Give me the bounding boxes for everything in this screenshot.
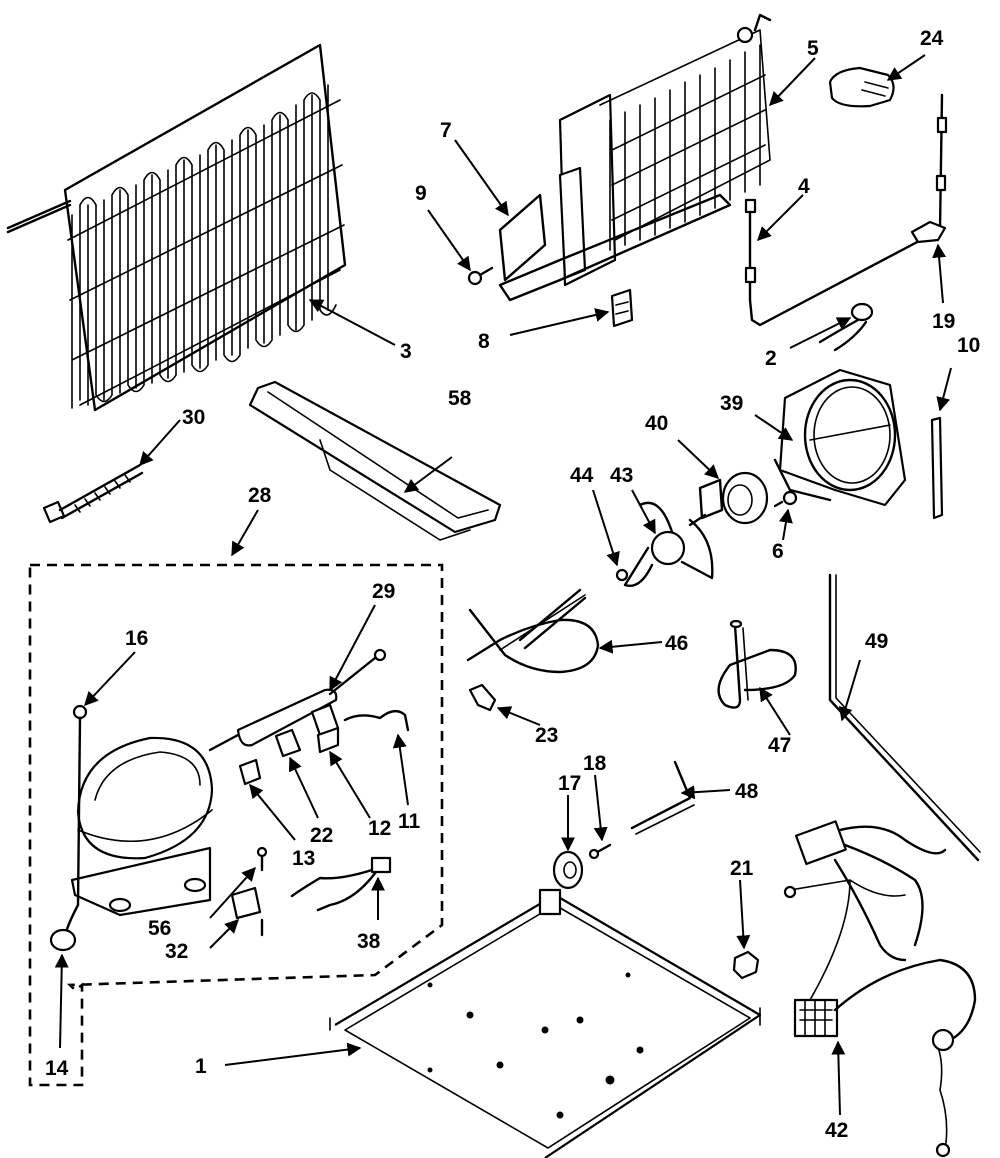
callout-49: 49 (865, 630, 888, 653)
callout-16: 16 (125, 627, 148, 650)
evaporator-assembly (498, 13, 772, 302)
part-47-tube (717, 619, 797, 709)
defrost-heater-wire (744, 93, 948, 327)
condenser-coil (6, 43, 347, 412)
part-8-clip (610, 288, 634, 328)
compressor (70, 736, 214, 917)
part-19-clip (910, 220, 947, 244)
callout-42: 42 (825, 1119, 848, 1142)
callout-21: 21 (730, 857, 754, 880)
part-22-overload (274, 728, 302, 758)
callout-7: 7 (440, 119, 452, 142)
part-24-cover (828, 66, 895, 108)
callout-47: 47 (768, 734, 791, 757)
part-10-strip (930, 416, 944, 520)
callout-23: 23 (535, 724, 558, 747)
part-23-clip (468, 683, 497, 712)
callout-17: 17 (558, 772, 581, 795)
callout-56: 56 (148, 917, 171, 940)
callout-28: 28 (248, 484, 272, 507)
callout-1: 1 (195, 1055, 207, 1078)
part-6-screw (773, 490, 798, 508)
callout-38: 38 (357, 930, 381, 953)
compressor-kit-boundary (28, 563, 444, 1087)
part-9-screw (467, 266, 494, 286)
part-2-sensor (818, 302, 874, 352)
callout-29: 29 (372, 580, 395, 603)
part-12-relay (310, 703, 340, 754)
part-49-tube (828, 573, 981, 862)
wire-harness (783, 820, 977, 1158)
callout-44: 44 (570, 464, 594, 487)
callout-22: 22 (310, 824, 333, 847)
part-32-bracket (230, 886, 264, 937)
fan-motor (688, 471, 769, 527)
callout-4: 4 (798, 175, 810, 198)
callout-32: 32 (165, 940, 188, 963)
part-16-stud (72, 704, 88, 907)
callout-40: 40 (645, 412, 668, 435)
part-56-screw (256, 846, 268, 872)
callout-58: 58 (448, 387, 472, 410)
part-14-grommet (49, 903, 80, 952)
part-44-nut (615, 568, 629, 582)
callout-48: 48 (735, 780, 759, 803)
part-29-filter-drier (208, 648, 387, 752)
part-17-grommet (552, 850, 584, 890)
part-18-screw (588, 843, 612, 860)
part-30-tube (42, 463, 144, 524)
callout-46: 46 (665, 632, 688, 655)
callout-8: 8 (478, 330, 490, 353)
callout-43: 43 (610, 464, 633, 487)
callout-6: 6 (772, 540, 784, 563)
part-21-nut (732, 950, 760, 980)
callout-24: 24 (920, 27, 944, 50)
part-13-terminal (238, 758, 262, 786)
base-pan (329, 888, 762, 1158)
callout-2: 2 (765, 347, 777, 370)
callout-9: 9 (415, 182, 427, 205)
callout-39: 39 (720, 392, 743, 415)
part-46-tube (466, 588, 600, 674)
callout-labels: 3 5 7 9 8 4 24 19 2 10 39 40 43 44 6 58 … (45, 27, 980, 1142)
callout-3: 3 (400, 340, 412, 363)
callout-5: 5 (807, 37, 819, 60)
part-11-clip (343, 710, 410, 732)
drip-tray (248, 380, 502, 541)
callout-10: 10 (957, 334, 980, 357)
callout-19: 19 (932, 310, 955, 333)
fan-blade (623, 501, 714, 587)
leader-lines (54, 54, 952, 1116)
callout-13: 13 (292, 847, 315, 870)
callout-30: 30 (182, 406, 205, 429)
callout-14: 14 (45, 1057, 69, 1080)
fan-shroud (773, 368, 907, 507)
callout-18: 18 (583, 752, 607, 775)
part-48-bracket (630, 760, 695, 835)
callout-11: 11 (398, 810, 421, 833)
callout-12: 12 (368, 817, 391, 840)
